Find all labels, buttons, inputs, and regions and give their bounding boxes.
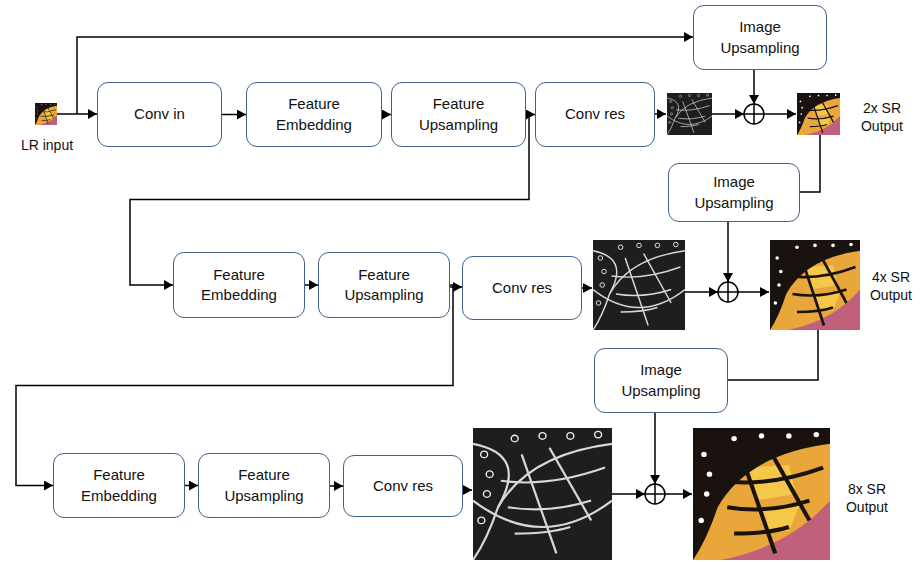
box-label: Conv res [559,104,631,124]
box-label: Feature Upsampling [199,465,329,506]
process-box: Feature Upsampling [318,252,450,318]
process-box: Feature Embedding [246,82,382,147]
box-label: Feature Embedding [247,94,381,135]
process-box: Conv res [343,455,463,517]
box-content: Image Upsampling [595,360,727,401]
process-box: Feature Embedding [173,252,305,318]
box-label: Conv in [128,104,191,124]
sr-image [797,93,840,135]
box-content: Conv res [486,278,558,298]
process-box: Feature Upsampling [391,82,526,147]
connector-arrow [330,485,343,487]
box-label: Feature Upsampling [392,94,525,135]
connector-arrow [450,286,462,288]
box-content: Image Upsampling [694,17,826,58]
box-label: Feature Embedding [174,265,304,306]
box-label: Image Upsampling [595,360,727,401]
wires [57,37,820,494]
process-box: Image Upsampling [693,5,827,70]
connector-arrow [185,485,198,487]
box-content: Feature Upsampling [319,265,449,306]
box-content: Conv res [367,476,439,496]
process-box: Image Upsampling [668,163,800,222]
connector-arrow [382,114,391,116]
residual-image [593,240,685,330]
output-label: 2x SR Output [851,99,913,135]
output-label: LR input [17,136,77,154]
process-box: Conv res [535,82,655,147]
box-content: Feature Upsampling [392,94,525,135]
residual-image [667,93,712,135]
box-label: Image Upsampling [669,172,799,213]
box-content: Feature Upsampling [199,465,329,506]
box-label: Conv res [367,476,439,496]
box-label: Feature Embedding [54,465,184,506]
process-box: Feature Upsampling [198,453,330,518]
residual-image [473,428,612,560]
box-content: Feature Embedding [54,465,184,506]
connector-arrow [305,284,318,286]
output-label: 4x SR Output [862,268,920,304]
output-label: 8x SR Output [836,480,898,516]
sr-image [693,428,830,560]
box-content: Conv in [128,104,191,124]
box-content: Feature Embedding [247,94,381,135]
box-content: Image Upsampling [669,172,799,213]
box-label: Conv res [486,278,558,298]
process-box: Conv res [462,256,582,320]
connector-arrow [222,114,246,116]
lr-image [35,103,57,125]
process-box: Image Upsampling [594,348,728,413]
box-content: Feature Embedding [174,265,304,306]
process-box: Feature Embedding [53,453,185,518]
box-label: Feature Upsampling [319,265,449,306]
process-box: Conv in [97,82,222,147]
box-label: Image Upsampling [694,17,826,58]
sr-image [770,240,860,330]
box-content: Conv res [559,104,631,124]
